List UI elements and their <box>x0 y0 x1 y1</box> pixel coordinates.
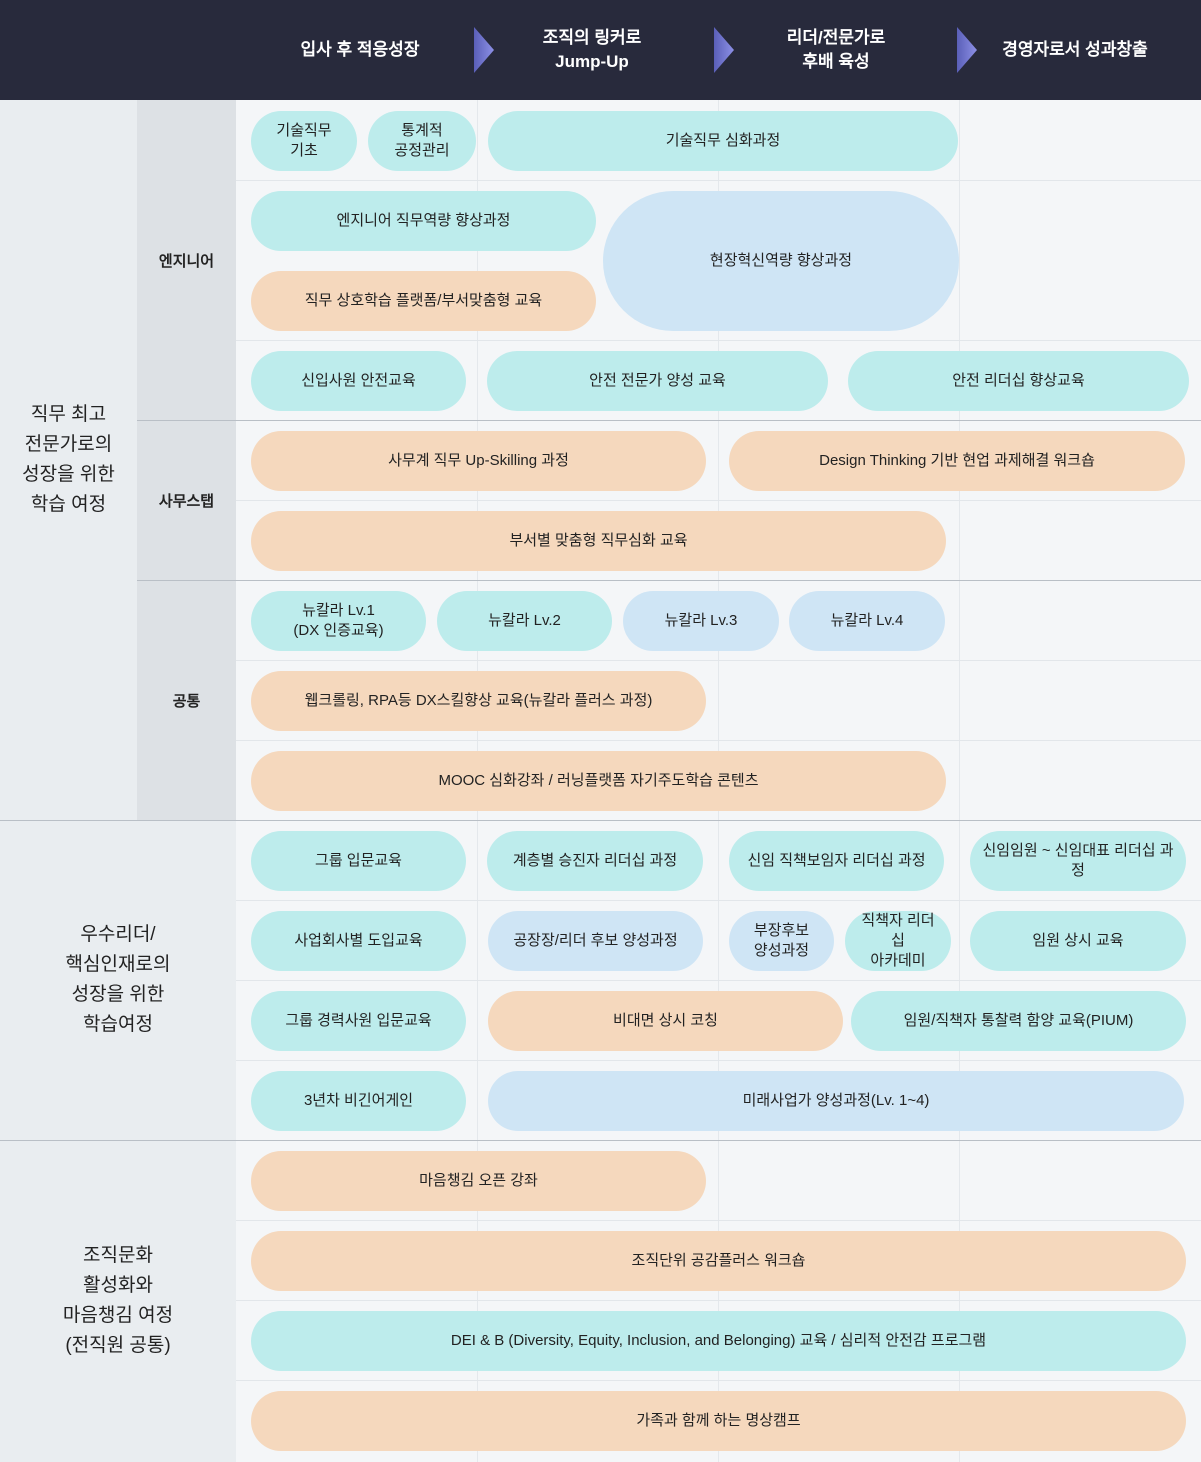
program-pill: 마음챙김 오픈 강좌 <box>251 1151 706 1211</box>
section-separator <box>137 420 1201 421</box>
row-divider <box>236 180 1201 181</box>
column-divider <box>959 100 960 1462</box>
program-pill: 뉴칼라 Lv.1 (DX 인증교육) <box>251 591 426 651</box>
row-divider <box>236 500 1201 501</box>
program-pill: 그룹 입문교육 <box>251 831 466 891</box>
program-pill: DEI & B (Diversity, Equity, Inclusion, a… <box>251 1311 1186 1371</box>
program-pill: 그룹 경력사원 입문교육 <box>251 991 466 1051</box>
program-pill: 신임임원 ~ 신임대표 리더십 과정 <box>970 831 1186 891</box>
program-pill: 기술직무 심화과정 <box>488 111 958 171</box>
section-separator <box>0 820 1201 821</box>
stage-4: 경영자로서 성과창출 <box>1002 40 1148 59</box>
row-divider <box>236 1380 1201 1381</box>
program-pill: 비대면 상시 코칭 <box>488 991 843 1051</box>
row-divider <box>236 340 1201 341</box>
program-pill: 가족과 함께 하는 명상캠프 <box>251 1391 1186 1451</box>
program-pill: 부장후보 양성과정 <box>729 911 834 971</box>
program-pill: MOOC 심화강좌 / 러닝플랫폼 자기주도학습 콘텐츠 <box>251 751 946 811</box>
program-pill: 현장혁신역량 향상과정 <box>603 191 959 331</box>
program-pill: 3년차 비긴어게인 <box>251 1071 466 1131</box>
program-pill: 엔지니어 직무역량 향상과정 <box>251 191 596 251</box>
program-pill: 미래사업가 양성과정(Lv. 1~4) <box>488 1071 1184 1131</box>
program-pill: 사무계 직무 Up-Skilling 과정 <box>251 431 706 491</box>
program-pill: 임원/직책자 통찰력 함양 교육(PIUM) <box>851 991 1186 1051</box>
program-pill: 계층별 승진자 리더십 과정 <box>487 831 703 891</box>
program-pill: 안전 전문가 양성 교육 <box>487 351 828 411</box>
stage-header <box>0 0 1201 100</box>
row-divider <box>236 900 1201 901</box>
program-pill: 뉴칼라 Lv.4 <box>789 591 945 651</box>
subgroup-common: 공통 <box>137 581 236 820</box>
group-label-expert: 직무 최고 전문가로의 성장을 위한 학습 여정 <box>0 100 137 820</box>
program-pill: 뉴칼라 Lv.3 <box>623 591 779 651</box>
arrow-right-icon <box>474 27 494 73</box>
row-divider <box>236 1060 1201 1061</box>
row-divider <box>236 1220 1201 1221</box>
group-label-culture: 조직문화 활성화와 마음챙김 여정 (전직원 공통) <box>0 1140 236 1462</box>
arrow-right-icon <box>714 27 734 73</box>
program-pill: Design Thinking 기반 현업 과제해결 워크숍 <box>729 431 1185 491</box>
stage-1: 입사 후 적응성장 <box>300 40 420 59</box>
program-pill: 직무 상호학습 플랫폼/부서맞춤형 교육 <box>251 271 596 331</box>
subgroup-engineer: 엔지니어 <box>137 100 236 420</box>
stage-3: 리더/전문가로 후배 육성 <box>786 28 886 71</box>
program-pill: 신입사원 안전교육 <box>251 351 466 411</box>
section-separator <box>137 580 1201 581</box>
program-pill: 신임 직책보임자 리더십 과정 <box>729 831 944 891</box>
stage-2: 조직의 링커로 Jump-Up <box>542 28 642 71</box>
row-divider <box>236 980 1201 981</box>
row-divider <box>236 740 1201 741</box>
row-divider <box>236 660 1201 661</box>
program-pill: 임원 상시 교육 <box>970 911 1186 971</box>
program-pill: 공장장/리더 후보 양성과정 <box>488 911 703 971</box>
subgroup-office: 사무스탭 <box>137 421 236 580</box>
program-pill: 조직단위 공감플러스 워크숍 <box>251 1231 1186 1291</box>
section-separator <box>0 1140 1201 1141</box>
arrow-right-icon <box>957 27 977 73</box>
program-pill: 기술직무 기초 <box>251 111 357 171</box>
row-divider <box>236 1300 1201 1301</box>
group-label-leader: 우수리더/ 핵심인재로의 성장을 위한 학습여정 <box>0 820 236 1140</box>
program-pill: 뉴칼라 Lv.2 <box>437 591 612 651</box>
program-pill: 부서별 맞춤형 직무심화 교육 <box>251 511 946 571</box>
program-pill: 사업회사별 도입교육 <box>251 911 466 971</box>
program-pill: 통계적 공정관리 <box>368 111 476 171</box>
program-pill: 안전 리더십 향상교육 <box>848 351 1189 411</box>
program-pill: 직책자 리더십 아카데미 <box>845 911 951 971</box>
program-pill: 웹크롤링, RPA등 DX스킬향상 교육(뉴칼라 플러스 과정) <box>251 671 706 731</box>
